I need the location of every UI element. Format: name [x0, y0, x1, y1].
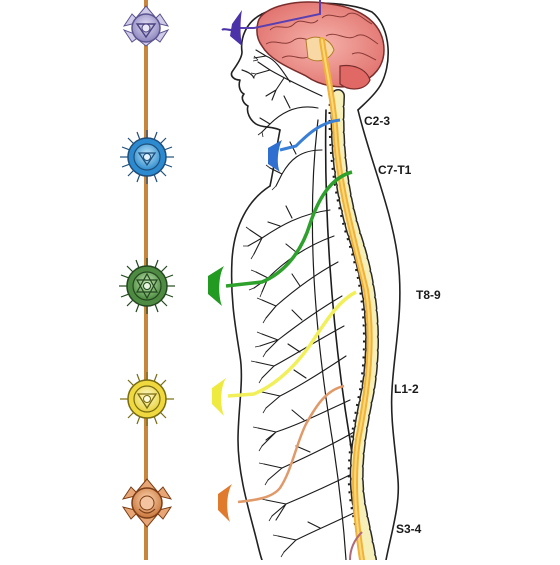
solar-plexus-nerve-path: [212, 290, 357, 416]
label-t8-9: T8-9: [416, 288, 441, 302]
crown-chakra-icon: [122, 5, 170, 47]
label-l1-2: L1-2: [394, 382, 419, 396]
heart-chakra-icon: [119, 258, 175, 314]
nerve-tufts: [243, 55, 285, 558]
solar-plexus-chakra-icon: [120, 372, 174, 426]
throat-chakra-icon: [120, 130, 174, 184]
label-c7-t1: C7-T1: [378, 163, 412, 177]
label-s3-4: S3-4: [396, 522, 422, 536]
sacral-nerve-path: [218, 384, 345, 522]
vertebral-column: [319, 37, 379, 565]
lower-nerve-loop: [349, 531, 363, 561]
heart-nerve-path: [208, 170, 353, 306]
throat-nerve-path: [268, 118, 341, 172]
sacral-chakra-icon: [121, 478, 173, 528]
crown-nerve-path: [221, 0, 321, 46]
label-c2-3: C2-3: [364, 114, 391, 128]
